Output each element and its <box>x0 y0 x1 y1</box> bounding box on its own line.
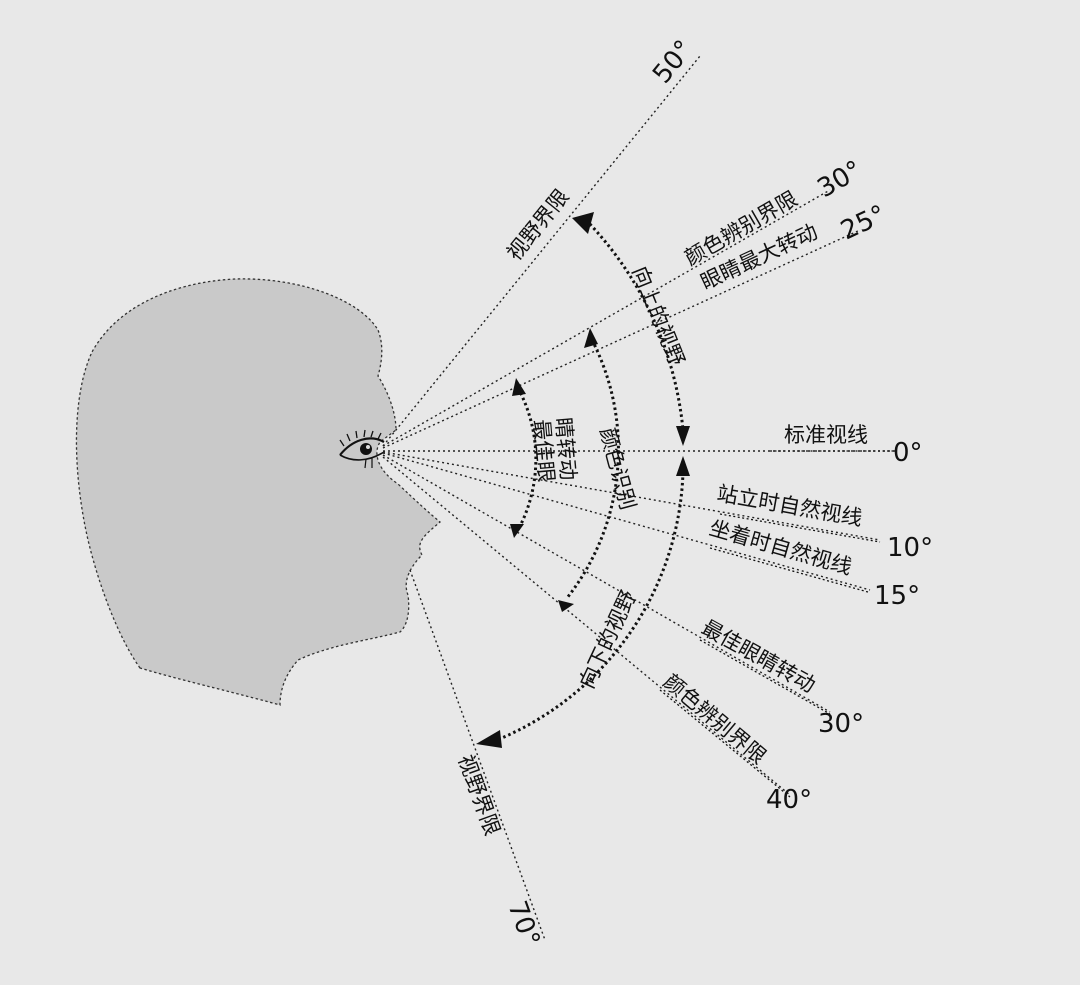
ray-down-color-40 <box>382 456 791 796</box>
underline-sitting <box>709 547 869 593</box>
arrowhead-best-down <box>510 524 524 538</box>
angle-standing: 10° <box>887 533 933 563</box>
angle-up-color: 30° <box>813 155 868 204</box>
underline-down-color <box>659 689 791 798</box>
arc-downward-view <box>496 471 685 742</box>
arrowhead-up-0 <box>676 426 690 446</box>
angle-down-eye-best: 30° <box>818 709 864 739</box>
arc-upward-view <box>584 218 685 431</box>
zone-upward-view: 向上的视野 <box>627 263 689 369</box>
head-silhouette <box>75 278 442 706</box>
ray-down-limit-70 <box>409 569 546 941</box>
arrowhead-up-50 <box>572 212 594 234</box>
angle-standard: 0° <box>893 438 923 468</box>
arrowhead-color-down <box>558 600 574 612</box>
angle-down-color: 40° <box>766 785 812 815</box>
label-down-color: 颜色辨别界限 <box>659 669 771 768</box>
ray-up-limit-50 <box>382 55 701 447</box>
arrowhead-color-up <box>584 328 598 348</box>
zone-best-eye-rotation-2: 睛转动 <box>551 416 580 481</box>
arrowhead-down-70 <box>476 730 502 748</box>
arrowhead-down-0 <box>676 456 690 476</box>
label-standard: 标准视线 <box>784 423 868 447</box>
ray-up-color-30 <box>382 189 831 447</box>
zone-best-eye-rotation-1: 最佳眼 <box>529 418 558 483</box>
label-down-limit: 视野界限 <box>453 752 504 839</box>
angle-down-limit: 70° <box>501 897 545 951</box>
ray-sitting-15 <box>382 452 871 591</box>
ray-down-eye-best-30 <box>382 454 831 713</box>
angle-up-eye-max: 25° <box>836 200 890 247</box>
eye-icon <box>339 429 385 469</box>
ray-standing-10 <box>382 451 881 541</box>
zone-downward-view: 向下的视野 <box>575 587 641 692</box>
zone-color-recognition: 颜色识别 <box>595 425 640 512</box>
angle-up-limit: 50° <box>647 35 699 90</box>
angle-sitting: 15° <box>874 581 920 611</box>
arrowhead-best-up <box>512 378 526 396</box>
underline-standing <box>719 513 881 543</box>
label-down-eye-best: 最佳眼睛转动 <box>698 615 820 697</box>
arc-best-eye-rotation <box>516 387 538 531</box>
